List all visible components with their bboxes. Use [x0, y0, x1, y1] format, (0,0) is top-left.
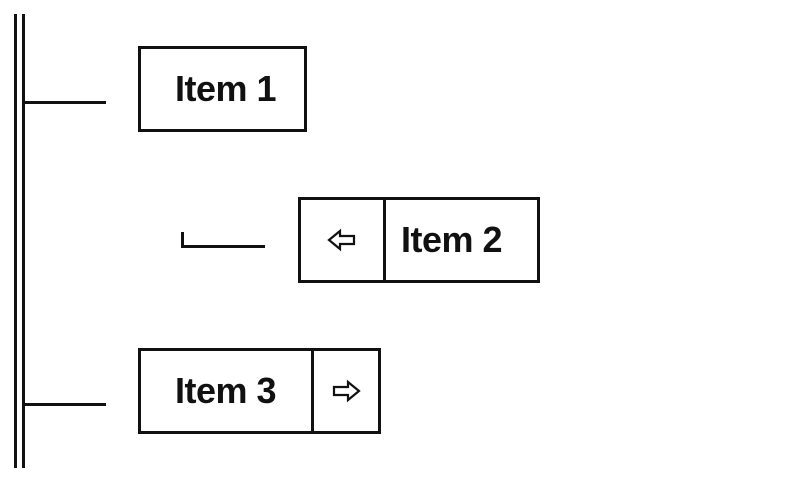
tree-item-1[interactable]: Item 1 [138, 46, 307, 132]
tree-rail-right [22, 14, 25, 468]
tree-item-2[interactable]: Item 2 [298, 197, 540, 283]
connector-item-1 [24, 101, 106, 104]
item-label: Item 2 [401, 219, 503, 260]
item-label: Item 3 [175, 370, 277, 411]
tree-item-3[interactable]: Item 3 [138, 348, 381, 434]
outdent-button[interactable] [301, 200, 386, 280]
left-arrow-icon [327, 228, 356, 252]
connector-item-2 [181, 232, 265, 248]
connector-item-3 [24, 403, 106, 406]
indent-button[interactable] [311, 351, 378, 431]
right-arrow-icon [332, 379, 361, 403]
item-label: Item 1 [175, 68, 277, 109]
tree-rail-left [14, 14, 17, 468]
